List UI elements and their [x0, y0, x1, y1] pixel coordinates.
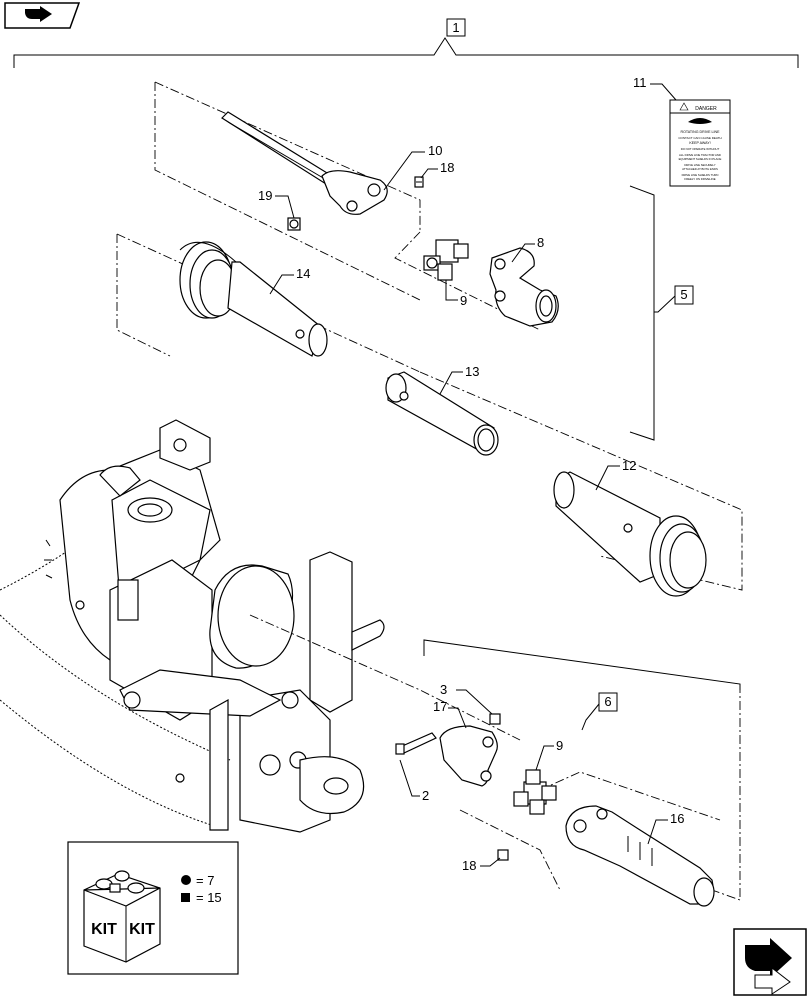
drive-shaft-16	[565, 805, 715, 907]
outer-shield-12	[553, 471, 707, 597]
callout-box-6: 6	[598, 692, 618, 712]
callout-label-14: 14	[296, 266, 310, 281]
callout-label-10: 10	[428, 143, 442, 158]
kit-box-icon: KIT KIT	[83, 870, 161, 963]
decal-line-2: KEEP AWAY!	[689, 141, 710, 145]
shield-tube-13	[385, 371, 499, 456]
universal-cross-9-upper	[423, 239, 469, 281]
callout-label-12: 12	[622, 458, 636, 473]
grease-fitting-18-lower	[497, 849, 509, 861]
decal-line-4: ALL DRIVE LINE TRACTOR AND	[679, 153, 721, 157]
decal-line-9: FREELY ON DRIVELINE	[684, 177, 715, 181]
callout-label-2: 2	[422, 788, 429, 803]
assembly-bracket	[13, 37, 799, 68]
kit-legend: KIT KIT = 7 = 15	[67, 841, 239, 975]
inner-yoke-8	[489, 247, 559, 327]
decal-line-3: DO NOT OPERATE WITHOUT	[681, 147, 720, 151]
bolt-2	[395, 732, 437, 755]
circle-symbol-icon	[181, 875, 191, 885]
circle-equals-label: = 7	[196, 873, 214, 888]
universal-cross-9-lower	[513, 769, 557, 815]
callout-label-5: 5	[680, 287, 687, 302]
fitting-19	[287, 217, 301, 231]
callout-label-11: 11	[633, 75, 647, 90]
bracket-5	[629, 185, 655, 441]
callout-box-1: 1	[446, 18, 466, 37]
callout-label-17: 17	[433, 699, 447, 714]
callout-label-9b: 9	[556, 738, 563, 753]
outer-yoke-17	[439, 725, 498, 787]
callout-label-1: 1	[452, 20, 459, 35]
callout-label-8: 8	[537, 235, 544, 250]
tractor-rear-frame	[0, 419, 385, 833]
book-arrow-icon[interactable]	[4, 2, 81, 29]
shield-cone-14	[179, 241, 328, 357]
callout-box-5: 5	[674, 285, 694, 305]
decal-line-5: EQUIPMENT SHIELDS IN PLACE	[679, 157, 722, 161]
upper-group-frame	[154, 82, 421, 301]
callout-label-19: 19	[258, 188, 272, 203]
kit-label-front: KIT	[91, 921, 117, 938]
decal-line-6: DRIVE LINE SECURELY	[684, 163, 715, 167]
nut-3	[489, 713, 501, 725]
callout-label-18a: 18	[440, 160, 454, 175]
square-equals-label: = 15	[196, 890, 222, 905]
decal-line-8: DRIVE LINE SHIELDS TURN	[682, 173, 719, 177]
callout-label-9a: 9	[460, 293, 467, 308]
callout-label-16: 16	[670, 811, 684, 826]
callout-label-3: 3	[440, 682, 447, 697]
callout-label-6: 6	[604, 694, 611, 709]
danger-decal-11: DANGER ROTATING DRIVE LINE CONTACT CAN C…	[669, 99, 731, 187]
decal-line-1: CONTACT CAN CAUSE DEATH	[678, 136, 721, 140]
kit-label-side: KIT	[129, 921, 155, 938]
callout-label-18b: 18	[462, 858, 476, 873]
decal-header: DANGER	[695, 106, 717, 112]
square-symbol-icon	[181, 893, 190, 902]
next-page-arrow-icon[interactable]	[733, 928, 807, 996]
callout-label-13: 13	[465, 364, 479, 379]
grease-fitting-18	[414, 176, 424, 188]
decal-line-7: ATTACHED AT BOTH ENDS	[682, 167, 718, 171]
decal-heading: ROTATING DRIVE LINE	[680, 130, 720, 134]
drive-shaft-yoke-10	[221, 111, 388, 215]
